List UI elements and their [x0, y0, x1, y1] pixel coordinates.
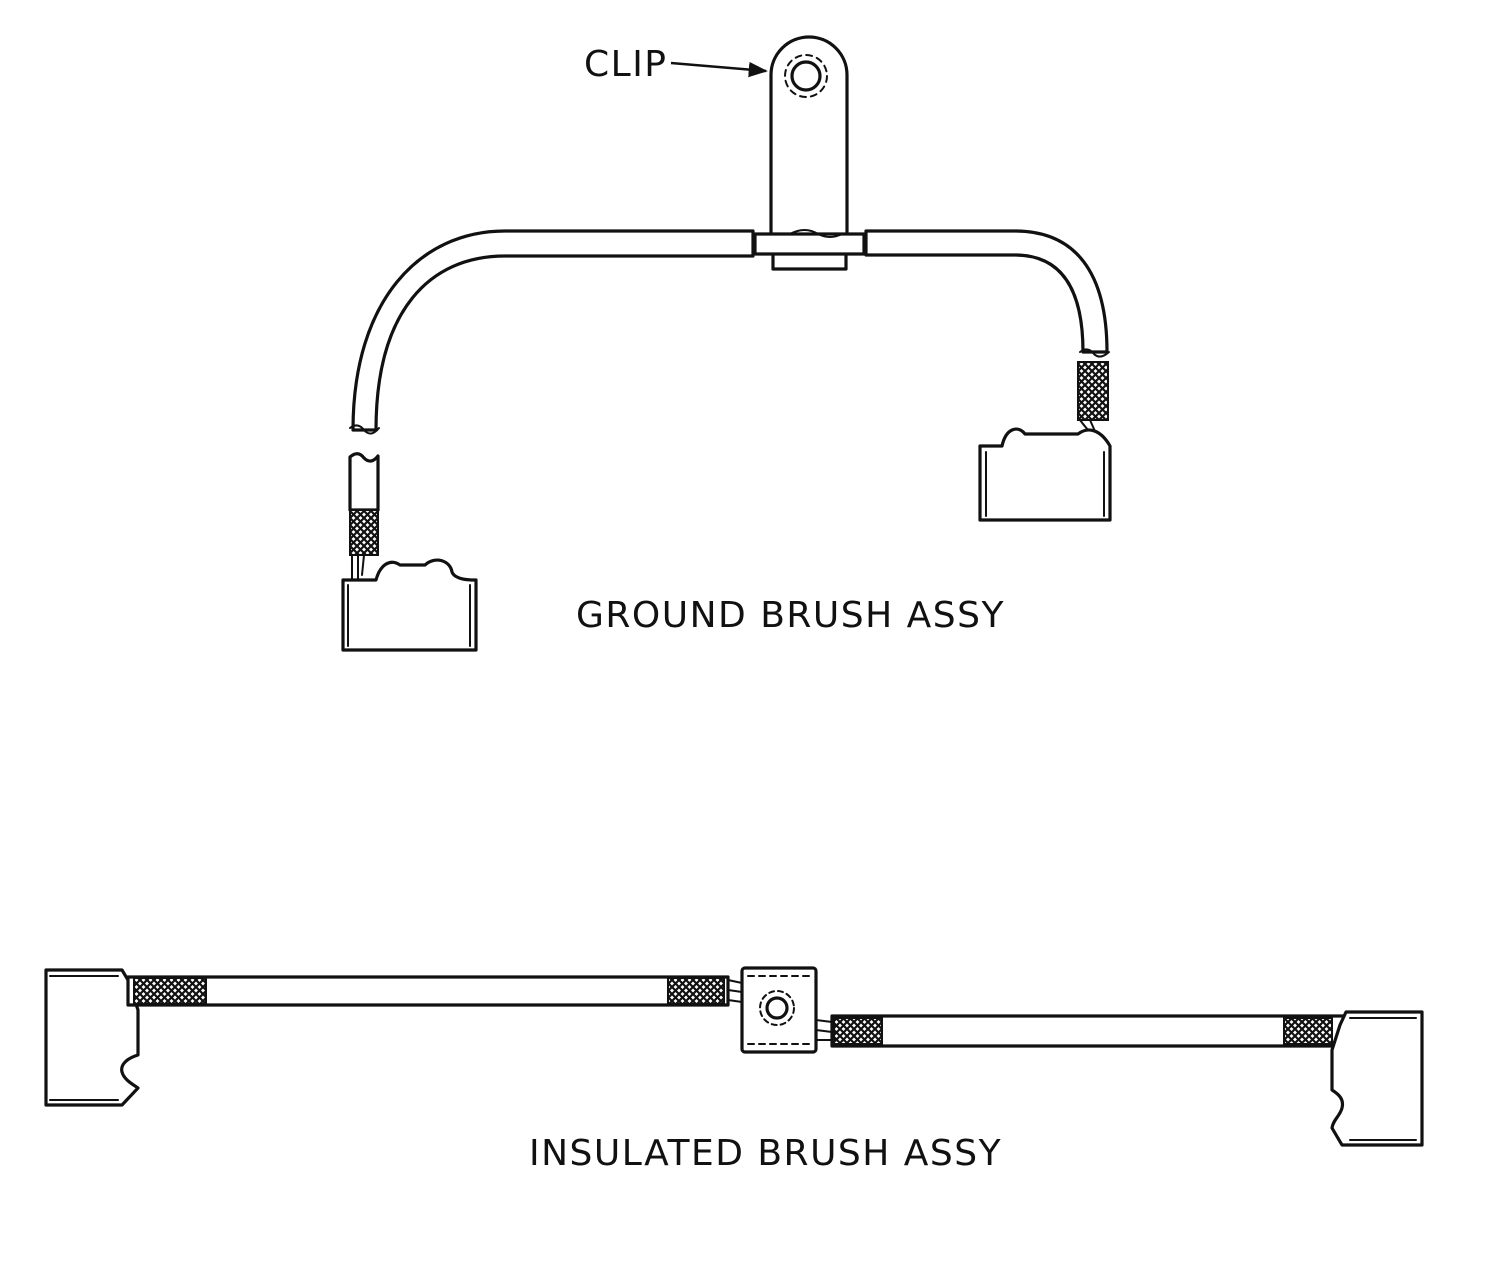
- insulated-brush-assy-label: INSULATED BRUSH ASSY: [529, 1133, 1002, 1174]
- clip-leader-arrow: [670, 61, 768, 78]
- insulated-left-brush: [44, 968, 140, 1107]
- clip-label: CLIP: [584, 44, 668, 85]
- ground-center-sleeve: [753, 232, 866, 256]
- insulated-right-lead: [830, 1014, 1347, 1048]
- ground-right-braid: [1077, 361, 1109, 421]
- ground-right-brush: [978, 427, 1112, 522]
- ground-left-braid: [349, 509, 379, 556]
- insulated-right-braid-a: [833, 1017, 883, 1045]
- insulated-left-lead: [126, 975, 730, 1007]
- ground-brush-assy-label: GROUND BRUSH ASSY: [576, 595, 1005, 636]
- ground-left-lead: [351, 229, 755, 432]
- insulated-right-braid-b: [1283, 1017, 1333, 1045]
- insulated-brush-assembly: INSULATED BRUSH ASSY: [44, 966, 1424, 1174]
- ground-right-lead: [864, 229, 1109, 354]
- insulated-right-brush: [1330, 1010, 1424, 1147]
- insulated-left-braid-b: [667, 977, 725, 1005]
- insulated-terminal-block: [740, 966, 818, 1054]
- clip: [769, 35, 849, 271]
- ground-brush-assembly: CLIP GROUND BRUSH ASSY: [341, 35, 1112, 652]
- insulated-left-braid-a: [133, 977, 207, 1005]
- ground-left-brush: [341, 558, 478, 652]
